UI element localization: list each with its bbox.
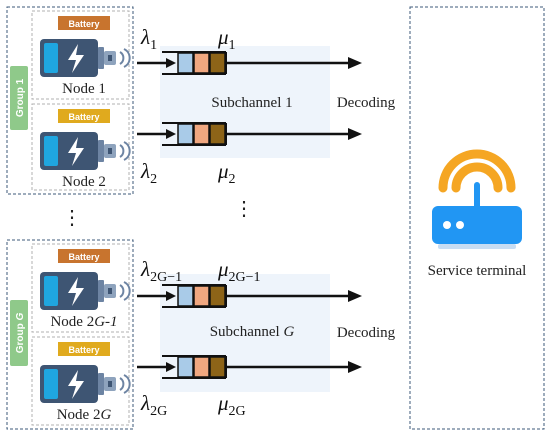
battery-tag-bg	[58, 249, 110, 263]
queue-buffer	[162, 355, 227, 379]
arrival-rate-label: λ2	[140, 159, 157, 187]
battery-tag: Battery	[58, 249, 110, 263]
lightning-icon	[68, 277, 84, 306]
battery-label: Battery	[68, 252, 99, 262]
group-g-tag	[10, 300, 28, 366]
lightning-icon	[68, 137, 84, 166]
router-icon	[432, 149, 522, 249]
battery-tag: Battery	[58, 16, 110, 30]
battery-tag: Battery	[58, 109, 110, 123]
battery-tag-bg	[58, 342, 110, 356]
queue-packet	[193, 52, 210, 74]
queue-packet	[209, 52, 226, 74]
queue-packet	[209, 123, 226, 145]
battery-icon	[40, 132, 131, 170]
service-terminal-label: Service terminal	[428, 263, 527, 279]
channel-ellipsis: ⋮	[234, 198, 254, 220]
queue-packet	[193, 356, 210, 378]
battery-label: Battery	[68, 19, 99, 29]
queue-buffer	[162, 122, 227, 146]
node-label: Node 1	[62, 81, 106, 97]
subchannel-g-label: Subchannel G	[210, 324, 295, 340]
battery-tag-bg	[58, 16, 110, 30]
queue-buffer	[162, 51, 227, 75]
arrival-rate-label: λ1	[140, 25, 157, 53]
decoding-label-1: Decoding	[337, 95, 396, 111]
service-rate-label: μ2G	[217, 391, 246, 419]
group-g-box	[6, 239, 134, 430]
service-rate-label: μ2G−1	[217, 257, 261, 285]
battery-tag-bg	[58, 109, 110, 123]
subchannel-1-label: Subchannel 1	[211, 95, 292, 111]
signal-icon	[119, 51, 125, 65]
group-1-tag	[10, 66, 28, 130]
decoding-label-g: Decoding	[337, 325, 396, 341]
service-terminal-box	[409, 6, 545, 430]
battery-icon	[40, 39, 131, 77]
battery-icon	[40, 272, 131, 310]
queue-packet	[209, 285, 226, 307]
node-label: Node 2G-1	[50, 314, 117, 330]
signal-icon	[119, 144, 125, 158]
battery-label: Battery	[68, 112, 99, 122]
signal-icon	[119, 284, 125, 298]
queue-packet	[193, 285, 210, 307]
queue-packet	[193, 123, 210, 145]
lightning-icon	[68, 44, 84, 73]
signal-icon	[119, 377, 125, 391]
group-1-box	[6, 6, 134, 195]
battery-icon	[40, 365, 131, 403]
queue-packet	[177, 285, 194, 307]
queue-packet	[177, 123, 194, 145]
service-rate-label: μ2	[217, 159, 236, 187]
node-label: Node 2	[62, 174, 106, 190]
lightning-icon	[68, 370, 84, 399]
queue-packet	[209, 356, 226, 378]
battery-tag: Battery	[58, 342, 110, 356]
arrival-rate-label: λ2G−1	[140, 257, 182, 285]
group-1-label: Group 1	[15, 78, 26, 117]
arrival-rate-label: λ2G	[140, 391, 167, 419]
queue-packet	[177, 356, 194, 378]
queue-packet	[177, 52, 194, 74]
battery-label: Battery	[68, 345, 99, 355]
service-rate-label: μ1	[217, 25, 236, 53]
node-label: Node 2G	[57, 407, 112, 423]
queues-layer: λ1 μ1 λ2 μ2 λ2G−1 μ2G−1 λ2G μ2G	[137, 25, 362, 419]
group-g-label: Group G	[15, 313, 26, 354]
group-ellipsis: ⋮	[62, 207, 82, 229]
